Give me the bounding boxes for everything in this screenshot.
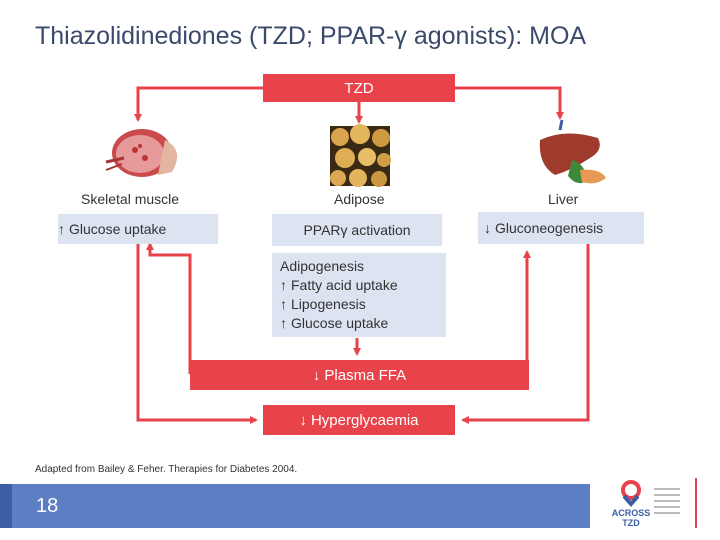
adipose-detail-box: Adipogenesis Fatty acid uptake Lipogenes… — [272, 253, 446, 337]
up-arrow-icon — [280, 277, 291, 293]
logo-divider — [695, 478, 697, 528]
muscle-effect-box: Glucose uptake — [58, 214, 218, 244]
muscle-effect-text: Glucose uptake — [69, 221, 166, 237]
logo-line-2: TZD — [606, 518, 656, 528]
page-number: 18 — [36, 495, 58, 518]
organ-label-adipose: Adipose — [334, 191, 385, 207]
adipose-icon — [330, 124, 391, 187]
adipose-effect-box: PPARγ activation — [272, 214, 442, 246]
plasma-ffa-box: Plasma FFA — [190, 360, 529, 390]
across-tzd-logo: ACROSS TZD — [600, 478, 680, 530]
adipose-detail-item: Lipogenesis — [280, 295, 438, 314]
down-arrow-icon — [313, 367, 325, 384]
up-arrow-icon — [58, 221, 69, 237]
skeletal-muscle-icon — [106, 129, 177, 177]
down-arrow-icon — [299, 412, 311, 429]
hyperglycaemia-box: Hyperglycaemia — [263, 405, 455, 435]
adipose-effect-text: PPARγ activation — [303, 222, 410, 238]
liver-icon — [540, 120, 606, 183]
liver-effect-text: Gluconeogenesis — [495, 220, 603, 236]
plasma-ffa-text: Plasma FFA — [324, 367, 406, 384]
adipogenesis-heading: Adipogenesis — [280, 257, 438, 276]
down-arrow-icon — [484, 220, 495, 236]
up-arrow-icon — [280, 315, 291, 331]
hyperglycaemia-text: Hyperglycaemia — [311, 412, 419, 429]
adipose-detail-item: Glucose uptake — [280, 314, 438, 333]
logo-tagline — [654, 484, 680, 524]
liver-effect-box: Gluconeogenesis — [478, 212, 644, 244]
up-arrow-icon — [280, 296, 291, 312]
citation: Adapted from Bailey & Feher. Therapies f… — [35, 464, 297, 475]
footer-bar — [0, 484, 590, 528]
organ-label-skeletal-muscle: Skeletal muscle — [81, 191, 179, 207]
footer-accent — [0, 484, 12, 528]
adipose-detail-item: Fatty acid uptake — [280, 276, 438, 295]
logo-line-1: ACROSS — [606, 508, 656, 518]
organ-label-liver: Liver — [548, 191, 578, 207]
